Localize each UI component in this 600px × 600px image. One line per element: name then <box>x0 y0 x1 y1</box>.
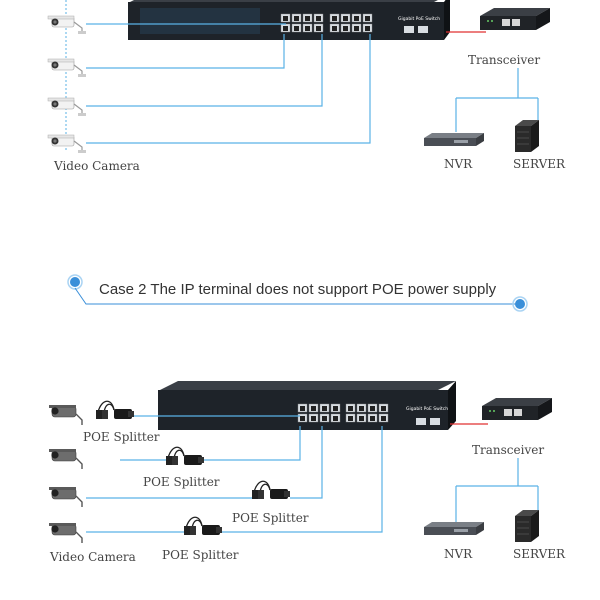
poe-splitter-icon <box>251 480 291 500</box>
case2-title: Case 2 The IP terminal does not support … <box>99 281 497 298</box>
bullet-camera-icon <box>47 15 87 35</box>
splitter-label: POE Splitter <box>232 511 309 525</box>
bullet-camera-icon <box>47 134 87 154</box>
transceiver-top <box>480 8 550 30</box>
case2-heading: Case 2 The IP terminal does not support … <box>67 274 528 312</box>
splitter-label: POE Splitter <box>162 548 239 562</box>
transceiver-bottom <box>482 398 552 420</box>
server-label: SERVER <box>513 547 566 561</box>
server-rack-icon <box>514 119 540 153</box>
camera-label: Video Camera <box>49 550 136 564</box>
switch-title: Gigabit PoE Switch <box>398 16 440 22</box>
camera-wire-2 <box>86 34 285 69</box>
nvr-label: NVR <box>444 547 473 561</box>
bullet-camera-icon <box>48 486 83 508</box>
bullet-camera-icon <box>47 97 87 117</box>
splitter-wire-3 <box>86 426 323 499</box>
dot-icon <box>515 299 525 309</box>
server-rack-icon <box>514 509 540 543</box>
poe-splitter-icon <box>95 400 135 420</box>
nvr-icon <box>424 133 484 146</box>
camera-wire-3 <box>86 34 323 107</box>
camera-label: Video Camera <box>53 159 140 173</box>
poe-switch-bottom: Gigabit PoE Switch <box>158 381 456 430</box>
bullet-camera-icon <box>47 58 87 78</box>
transceiver-label: Transceiver <box>468 53 540 67</box>
splitter-label: POE Splitter <box>143 475 220 489</box>
transceiver-wires <box>455 458 539 522</box>
nvr-label: NVR <box>444 157 473 171</box>
bullet-camera-icon <box>48 522 83 544</box>
poe-splitter-icon <box>165 446 205 466</box>
bullet-camera-icon <box>48 448 83 470</box>
splitter-label: POE Splitter <box>83 430 160 444</box>
dot-icon <box>70 277 80 287</box>
switch-port-block <box>280 13 428 33</box>
switch-port-block <box>297 403 440 425</box>
server-label: SERVER <box>513 157 566 171</box>
bullet-camera-icon <box>48 404 83 426</box>
splitter-wire-4 <box>86 426 383 533</box>
splitter-wire-2 <box>120 426 301 461</box>
camera-wire-4 <box>86 34 371 144</box>
transceiver-label: Transceiver <box>472 443 544 457</box>
transceiver-wires <box>455 68 539 132</box>
switch-title: Gigabit PoE Switch <box>406 406 448 412</box>
poe-splitter-icon <box>183 516 223 536</box>
nvr-icon <box>424 522 484 535</box>
poe-switch-top: Gigabit PoE Switch <box>128 0 450 40</box>
